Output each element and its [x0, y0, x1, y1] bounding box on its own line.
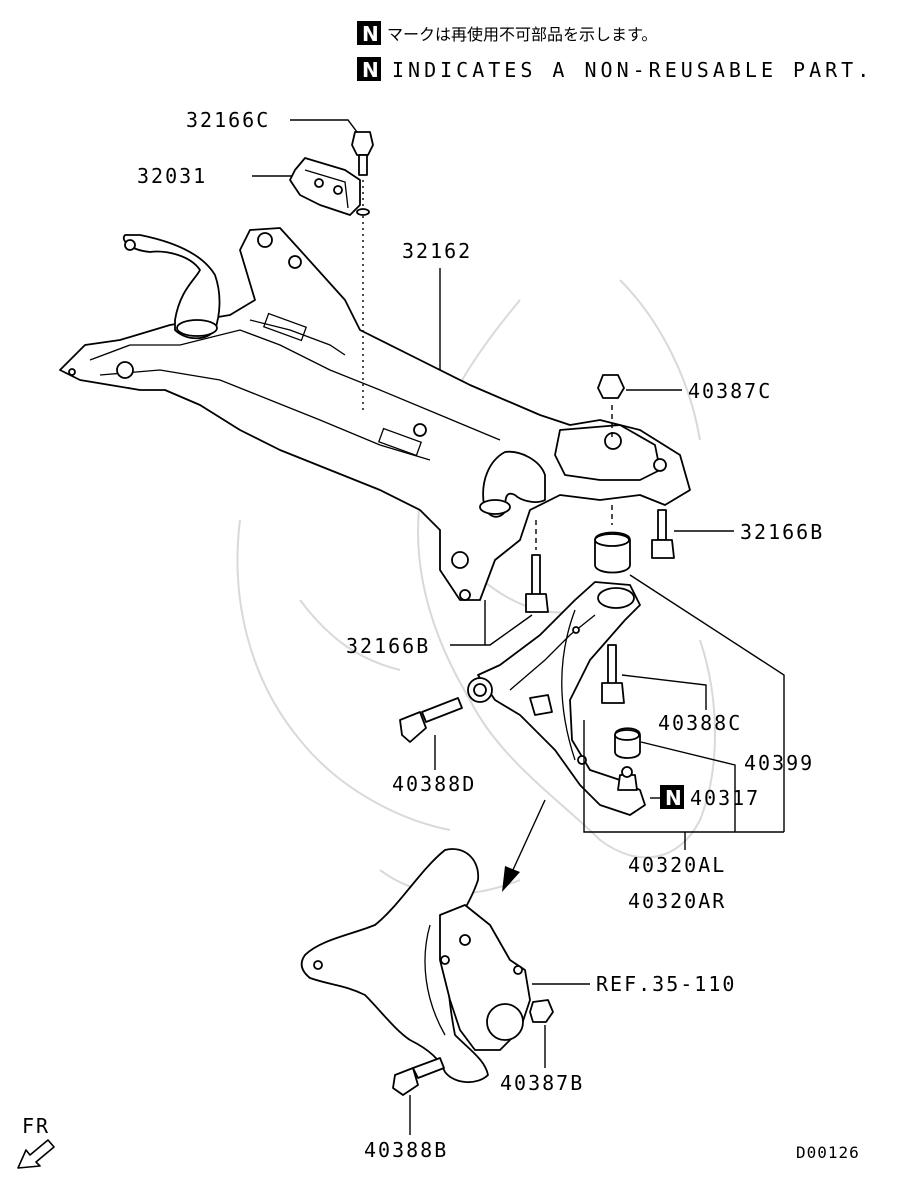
non-reusable-badge-icon — [357, 21, 381, 45]
label-40399: 40399 — [744, 751, 814, 775]
label-40388B: 40388B — [364, 1138, 448, 1162]
label-32166C: 32166C — [186, 108, 270, 132]
svg-text:N: N — [362, 58, 379, 82]
non-reusable-note: N マークは再使用不可部品を示します。 N INDICATES A NON-RE… — [357, 21, 873, 82]
nut-40317-drawing — [614, 727, 641, 759]
svg-text:N: N — [362, 22, 379, 46]
label-40317-group: N 40317 — [660, 785, 760, 810]
diagram-code: D00126 — [796, 1143, 860, 1162]
label-40388D: 40388D — [392, 772, 476, 796]
bolt-32166B-left-drawing — [525, 520, 549, 613]
note-english: INDICATES A NON-REUSABLE PART. — [392, 58, 873, 82]
label-32162: 32162 — [402, 239, 472, 263]
nut-40387C-drawing — [597, 374, 625, 440]
bolt-40388D-drawing — [399, 697, 463, 743]
nut-40387B-drawing — [529, 999, 554, 1023]
label-40320AL: 40320AL — [628, 853, 726, 877]
note-japanese: マークは再使用不可部品を示します。 — [387, 25, 657, 44]
label-40320AR: 40320AR — [628, 889, 726, 913]
crossmember-drawing — [59, 227, 691, 601]
front-direction-arrow-icon — [17, 1139, 55, 1169]
leader-lines — [252, 119, 785, 1135]
label-32166B-left: 32166B — [346, 634, 430, 658]
bolt-40388C-drawing — [601, 644, 625, 704]
bolt-40388B-drawing — [392, 1057, 445, 1096]
label-40388C: 40388C — [658, 711, 742, 735]
assembly-arrow — [502, 799, 546, 892]
front-label: FR — [22, 1114, 50, 1138]
label-40317: 40317 — [690, 786, 760, 810]
label-40387C: 40387C — [688, 379, 772, 403]
bolt-32166B-right-drawing — [651, 509, 675, 559]
non-reusable-badge-icon — [660, 785, 684, 809]
knuckle-drawing — [300, 848, 531, 1084]
bolt-32166C-drawing — [351, 131, 374, 410]
front-direction-indicator: FR — [17, 1114, 55, 1169]
bushing-40399-drawing — [594, 505, 631, 574]
bracket-32031-drawing — [289, 157, 361, 216]
label-40387B: 40387B — [500, 1071, 584, 1095]
svg-text:N: N — [665, 786, 682, 810]
non-reusable-badge-icon — [357, 57, 381, 81]
label-32166B-right: 32166B — [740, 520, 824, 544]
lower-arm-drawing — [467, 581, 646, 816]
label-ref-35-110: REF.35-110 — [596, 972, 736, 996]
label-32031: 32031 — [137, 164, 207, 188]
